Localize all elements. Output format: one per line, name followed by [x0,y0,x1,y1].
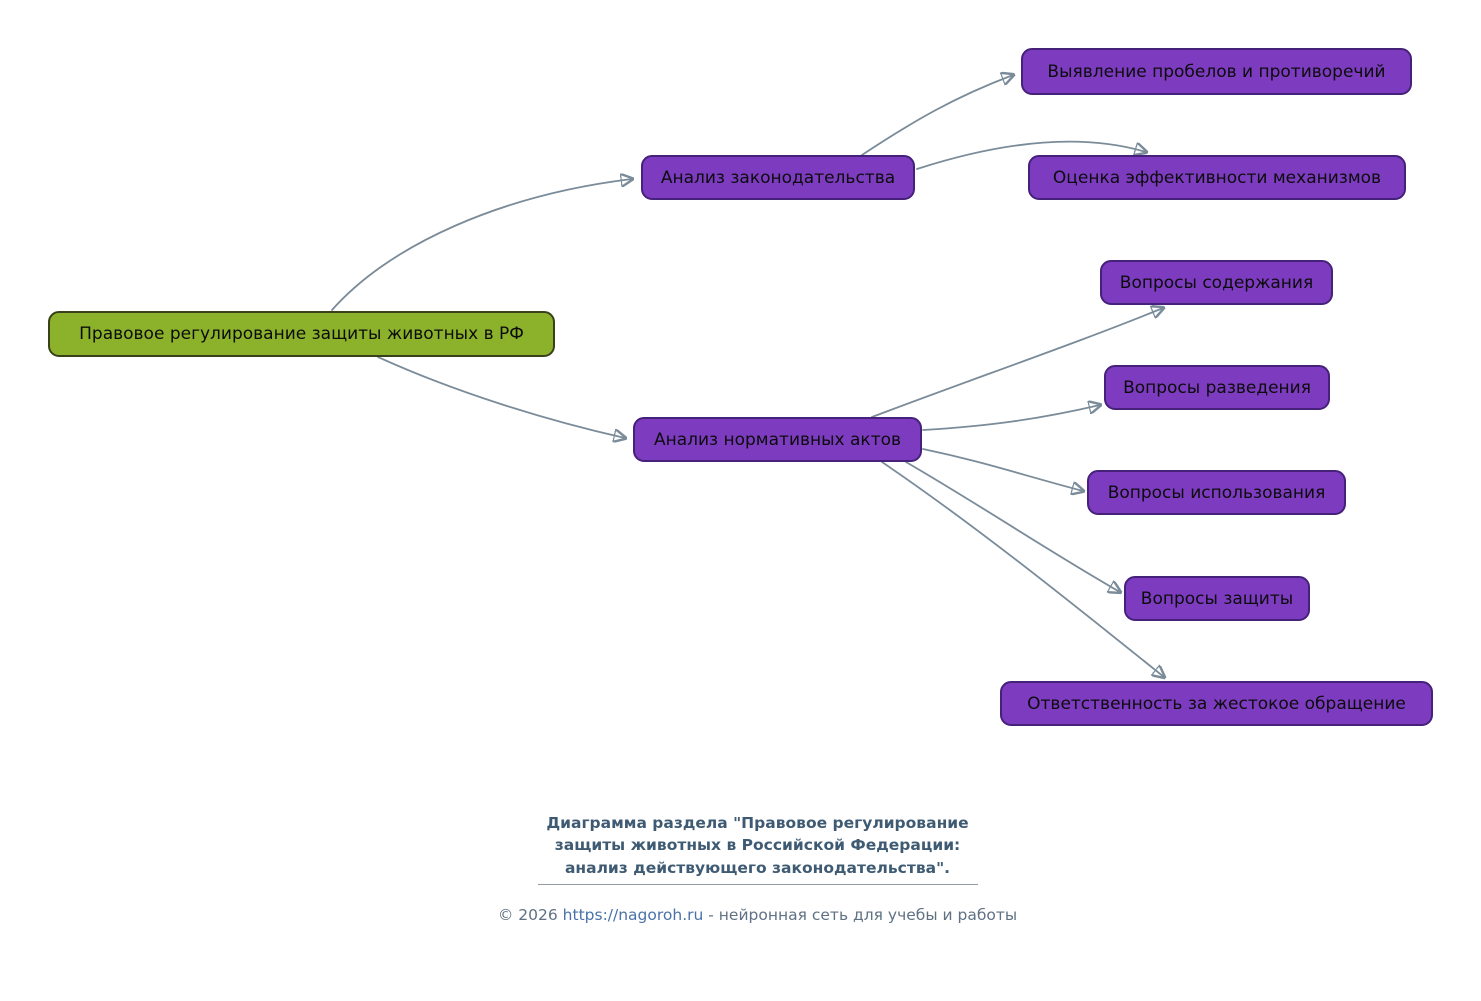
copyright-prefix: © 2026 [497,906,563,924]
node-acts-analysis: Анализ нормативных актов [633,417,922,462]
copyright-suffix: - нейронная сеть для учебы и работы [703,906,1018,924]
node-cruelty: Ответственность за жестокое обращение [1000,681,1433,726]
diagram-caption: Диаграмма раздела "Правовое регулировани… [546,814,969,877]
node-usage: Вопросы использования [1087,470,1346,515]
node-gaps: Выявление пробелов и противоречий [1021,48,1412,95]
edge-root-to-acts-analysis [377,356,625,438]
edge-acts-to-breeding [922,405,1100,431]
copyright-line: © 2026 https://nagoroh.ru - нейронная се… [498,906,1017,924]
node-effectiveness: Оценка эффективности механизмов [1028,155,1406,200]
edge-acts-to-usage [922,448,1083,491]
site-link[interactable]: https://nagoroh.ru [562,906,704,924]
node-root: Правовое регулирование защиты животных в… [48,311,555,357]
node-protection: Вопросы защиты [1124,576,1310,621]
edge-law-to-gaps [861,75,1013,156]
node-breeding: Вопросы разведения [1104,365,1330,410]
node-law-analysis: Анализ законодательства [641,155,915,200]
footer-divider [537,884,978,885]
edge-root-to-law-analysis [331,179,632,311]
node-keeping: Вопросы содержания [1100,260,1333,305]
